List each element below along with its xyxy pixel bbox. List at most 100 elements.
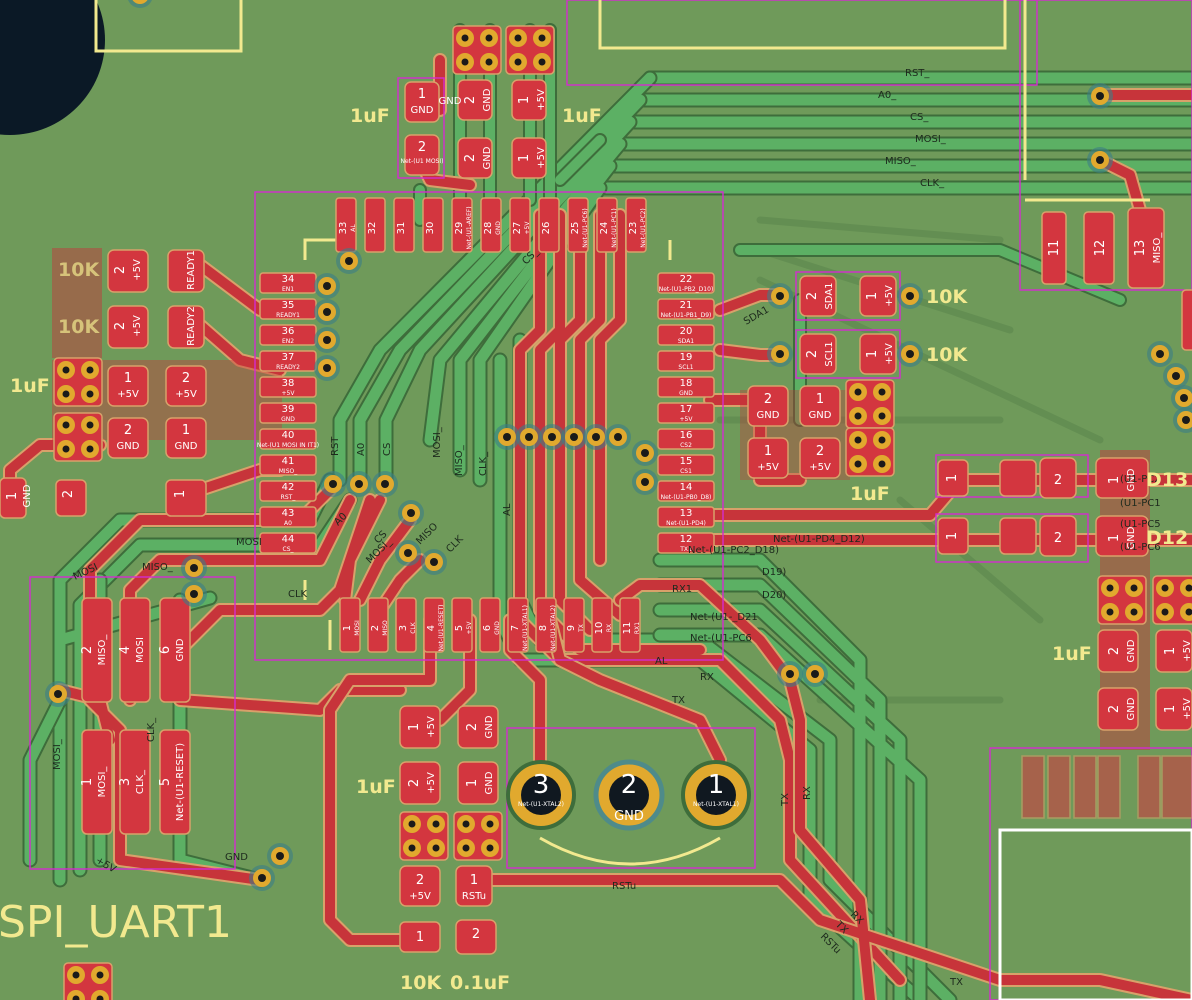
svg-text:(U1-PC5: (U1-PC5	[1120, 519, 1161, 530]
resistor-value: 10K	[58, 316, 100, 338]
chip-pin-26[interactable]	[538, 197, 560, 253]
chip-pin-6[interactable]	[479, 597, 501, 653]
chip-pin-10[interactable]	[591, 597, 613, 653]
cap-pad[interactable]	[404, 134, 440, 176]
connector-pad[interactable]	[1083, 211, 1115, 285]
cap-pad[interactable]	[0, 477, 27, 519]
cap-pad[interactable]	[107, 417, 149, 459]
via[interactable]	[131, 0, 149, 4]
cap-pad[interactable]	[1097, 687, 1139, 731]
chip-pin-21[interactable]	[657, 298, 715, 320]
resistor-pad[interactable]	[999, 459, 1037, 497]
chip-pin-5[interactable]	[451, 597, 473, 653]
header-pin-1[interactable]	[81, 729, 113, 835]
resistor-pad[interactable]	[455, 865, 493, 907]
chip-pin-40[interactable]	[259, 428, 317, 450]
resistor-pad[interactable]	[455, 919, 497, 955]
connector-pad[interactable]	[1181, 289, 1192, 351]
chip-pin-25[interactable]	[567, 197, 589, 253]
cap-pad[interactable]	[457, 761, 499, 805]
chip-pin-41[interactable]	[259, 454, 317, 476]
cap-pad[interactable]	[399, 705, 441, 749]
chip-pin-39[interactable]	[259, 402, 317, 424]
resistor-pad[interactable]	[859, 275, 897, 317]
chip-pin-27[interactable]	[509, 197, 531, 253]
cap-pad[interactable]	[457, 79, 493, 121]
cap-pad[interactable]	[1155, 629, 1192, 673]
chip-pin-11[interactable]	[619, 597, 641, 653]
cap-pad[interactable]	[165, 417, 207, 459]
connector-pad[interactable]	[1041, 211, 1067, 285]
resistor-pad[interactable]	[399, 865, 441, 907]
chip-pin-3[interactable]	[395, 597, 417, 653]
cap-pad[interactable]	[55, 479, 87, 517]
header-pin-4[interactable]	[119, 597, 151, 703]
resistor-pad[interactable]	[799, 275, 837, 317]
resistor-pad[interactable]	[167, 249, 205, 293]
chip-pin-12[interactable]	[657, 532, 715, 554]
resistor-pad[interactable]	[107, 305, 149, 349]
header-pin-2[interactable]	[81, 597, 113, 703]
cap-pad[interactable]	[107, 365, 149, 407]
header-pin-6[interactable]	[159, 597, 191, 703]
resistor-pad[interactable]	[937, 517, 969, 555]
cap-pad[interactable]	[165, 365, 207, 407]
resistor-pad[interactable]	[1039, 515, 1077, 557]
cap-pad[interactable]	[399, 761, 441, 805]
chip-pin-16[interactable]	[657, 428, 715, 450]
chip-pin-4[interactable]	[423, 597, 445, 653]
cap-pad[interactable]	[511, 79, 547, 121]
chip-pin-1[interactable]	[339, 597, 361, 653]
chip-pin-31[interactable]	[393, 197, 415, 253]
resistor-pad[interactable]	[399, 921, 441, 953]
chip-pin-42[interactable]	[259, 480, 317, 502]
header-pin-5[interactable]	[159, 729, 191, 835]
chip-pin-24[interactable]	[596, 197, 618, 253]
chip-pin-17[interactable]	[657, 402, 715, 424]
chip-pin-13[interactable]	[657, 506, 715, 528]
cap-pad[interactable]	[1097, 629, 1139, 673]
cap-pad[interactable]	[457, 137, 493, 179]
cap-pad[interactable]	[1155, 687, 1192, 731]
chip-pin-8[interactable]	[535, 597, 557, 653]
cap-pad[interactable]	[165, 479, 207, 517]
chip-pin-37[interactable]	[259, 350, 317, 372]
chip-pin-20[interactable]	[657, 324, 715, 346]
chip-pin-15[interactable]	[657, 454, 715, 476]
chip-pin-38[interactable]	[259, 376, 317, 398]
chip-pin-18[interactable]	[657, 376, 715, 398]
chip-pin-22[interactable]	[657, 272, 715, 294]
resistor-pad[interactable]	[999, 517, 1037, 555]
connector-pad[interactable]	[1127, 207, 1165, 289]
resistor-pad[interactable]	[937, 459, 969, 497]
chip-pin-9[interactable]	[563, 597, 585, 653]
cap-pad[interactable]	[404, 81, 440, 123]
cap-pad[interactable]	[747, 437, 789, 479]
chip-pin-32[interactable]	[364, 197, 386, 253]
cap-pad[interactable]	[799, 385, 841, 427]
chip-pin-43[interactable]	[259, 506, 317, 528]
chip-pin-30[interactable]	[422, 197, 444, 253]
chip-pin-7[interactable]	[507, 597, 529, 653]
cap-pad[interactable]	[457, 705, 499, 749]
cap-pad[interactable]	[747, 385, 789, 427]
resistor-pad[interactable]	[859, 333, 897, 375]
chip-pin-28[interactable]	[480, 197, 502, 253]
chip-pin-23[interactable]	[625, 197, 647, 253]
cap-pad[interactable]	[511, 137, 547, 179]
chip-pin-14[interactable]	[657, 480, 715, 502]
resistor-pad[interactable]	[167, 305, 205, 349]
resistor-pad[interactable]	[1039, 457, 1077, 499]
header-pin-3[interactable]	[119, 729, 151, 835]
chip-pin-29[interactable]	[451, 197, 473, 253]
cap-pad[interactable]	[799, 437, 841, 479]
resistor-pad[interactable]	[1095, 457, 1149, 499]
chip-pin-44[interactable]	[259, 532, 317, 554]
resistor-pad[interactable]	[1095, 515, 1149, 557]
pad-number: 2	[1054, 531, 1062, 546]
resistor-pad[interactable]	[107, 249, 149, 293]
resistor-pad[interactable]	[799, 333, 837, 375]
chip-pin-2[interactable]	[367, 597, 389, 653]
chip-pin-19[interactable]	[657, 350, 715, 372]
